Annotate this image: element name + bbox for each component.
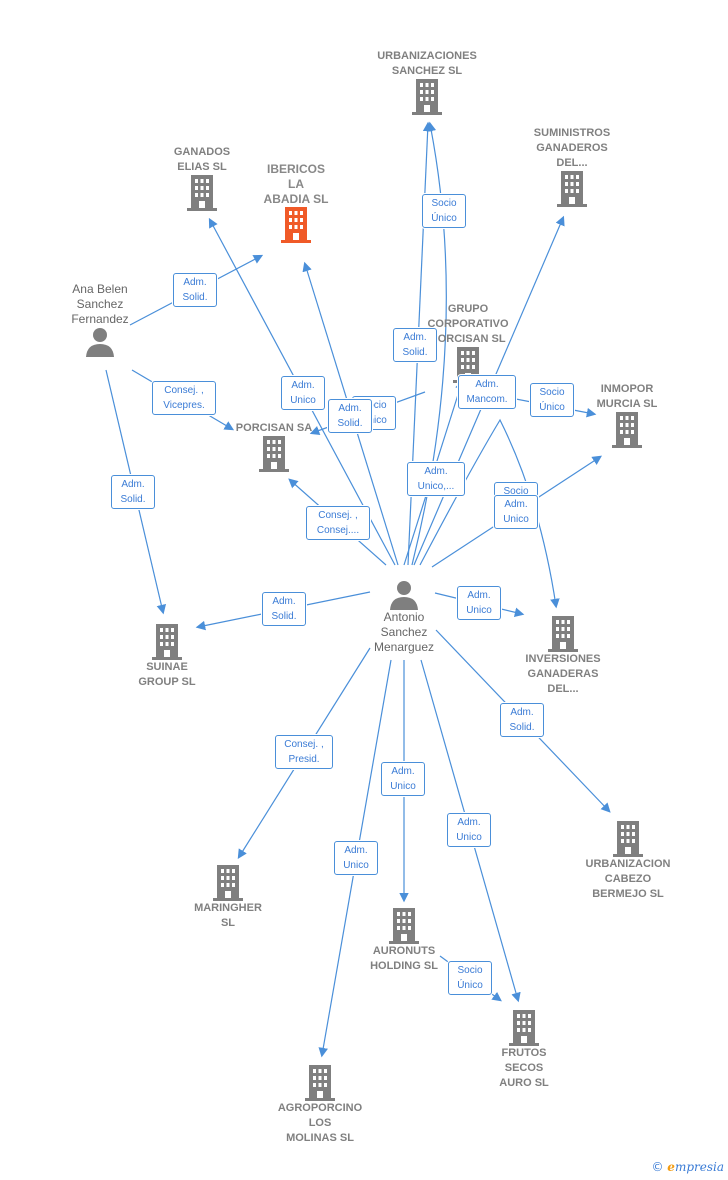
node-label: FRUTOS SECOS AURO SL [499,1047,549,1089]
building-icon [613,821,643,857]
building-icon [509,1010,539,1046]
node-maringher[interactable]: MARINGHER SL [178,865,278,931]
building-icon [281,207,311,243]
node-label: Antonio Sanchez Menarguez [373,610,435,654]
edge-label-adm-solid[interactable]: Adm. Solid. [262,592,306,626]
building-icon [557,171,587,207]
building-icon [259,436,289,472]
node-suministros-ganaderos[interactable]: SUMINISTROS GANADEROS DEL... [512,126,632,207]
building-icon [389,908,419,944]
node-ganados-elias[interactable]: GANADOS ELIAS SL [152,145,252,211]
logo-initial: e [667,1160,675,1174]
node-grupo-corporativo-porcisan[interactable]: GRUPO CORPORATIVO PORCISAN SL [408,302,528,383]
person-icon [86,328,114,357]
edge-label-socio-unico[interactable]: Socio Único [422,194,466,228]
edge-label-adm-mancom[interactable]: Adm. Mancom. [458,375,516,409]
building-icon [412,79,442,115]
edge-label-adm-unico[interactable]: Adm. Unico [334,841,378,875]
node-urbanizaciones-sanchez[interactable]: URBANIZACIONES SANCHEZ SL [362,49,492,115]
node-label: PORCISAN SA [235,422,313,434]
node-label: AURONUTS HOLDING SL [370,945,438,972]
node-ana-belen-sanchez[interactable]: Ana Belen Sanchez Fernandez [50,282,150,357]
node-label: IBERICOS LA ABADIA SL [263,162,329,206]
edge-label-adm-solid[interactable]: Adm. Solid. [328,399,372,433]
building-icon [612,412,642,448]
edge-label-consej-presid[interactable]: Consej. , Presid. [275,735,333,769]
building-icon [213,865,243,901]
node-agroporcino-los-molinas[interactable]: AGROPORCINO LOS MOLINAS SL [262,1065,378,1146]
node-ibericos-la-abadia[interactable]: IBERICOS LA ABADIA SL [246,162,346,243]
node-inmopor-murcia[interactable]: INMOPOR MURCIA SL [582,382,672,448]
node-label: URBANIZACIONES SANCHEZ SL [377,50,477,77]
node-label: GRUPO CORPORATIVO PORCISAN SL [427,303,509,345]
node-label: SUINAE GROUP SL [138,661,196,688]
node-label: MARINGHER SL [194,902,262,929]
node-inversiones-ganaderas[interactable]: INVERSIONES GANADERAS DEL... [508,616,618,697]
node-suinae-group[interactable]: SUINAE GROUP SL [122,624,212,690]
node-label: URBANIZACION CABEZO BERMEJO SL [585,858,671,900]
edge-line [411,121,447,566]
node-label: INVERSIONES GANADERAS DEL... [525,653,601,695]
edge-label-socio-unico[interactable]: Socio Único [448,961,492,995]
node-auronuts-holding[interactable]: AURONUTS HOLDING SL [354,908,454,974]
copyright-symbol: © [651,1160,664,1174]
node-label: INMOPOR MURCIA SL [596,383,658,410]
node-label: SUMINISTROS GANADEROS DEL... [533,127,611,169]
empresia-logo: © empresia [651,1160,724,1174]
node-urbanizacion-cabezo-bermejo[interactable]: URBANIZACION CABEZO BERMEJO SL [568,821,688,902]
edge-label-adm-unico[interactable]: Adm. Unico [381,762,425,796]
edge-label-adm-unico[interactable]: Adm. Unico [494,495,538,529]
building-icon [548,616,578,652]
edge-label-adm-unico[interactable]: Adm. Unico,... [407,462,465,496]
edge-label-consej-consej[interactable]: Consej. , Consej.... [306,506,370,540]
edge-label-adm-unico[interactable]: Adm. Unico [281,376,325,410]
edge-label-adm-solid[interactable]: Adm. Solid. [111,475,155,509]
edge-label-consej-vicepres[interactable]: Consej. , Vicepres. [152,381,216,415]
person-icon [390,581,418,610]
edge-label-adm-solid[interactable]: Adm. Solid. [173,273,217,307]
node-label: AGROPORCINO LOS MOLINAS SL [277,1102,363,1144]
logo-name: mpresia [674,1160,724,1174]
edge-label-adm-solid[interactable]: Adm. Solid. [500,703,544,737]
building-icon [305,1065,335,1101]
edge-line [419,418,560,609]
edge-label-adm-solid[interactable]: Adm. Solid. [393,328,437,362]
node-frutos-secos-auro[interactable]: FRUTOS SECOS AURO SL [484,1010,564,1091]
building-icon [152,624,182,660]
edge-label-adm-unico[interactable]: Adm. Unico [457,586,501,620]
building-icon [187,175,217,211]
edge-label-socio-unico[interactable]: Socio Único [530,383,574,417]
node-label: Ana Belen Sanchez Fernandez [71,282,129,326]
edge-label-adm-unico[interactable]: Adm. Unico [447,813,491,847]
node-porcisan-sa[interactable]: PORCISAN SA [224,421,324,472]
node-antonio-sanchez-menarguez[interactable]: Antonio Sanchez Menarguez [354,580,454,655]
node-label: GANADOS ELIAS SL [173,146,231,173]
